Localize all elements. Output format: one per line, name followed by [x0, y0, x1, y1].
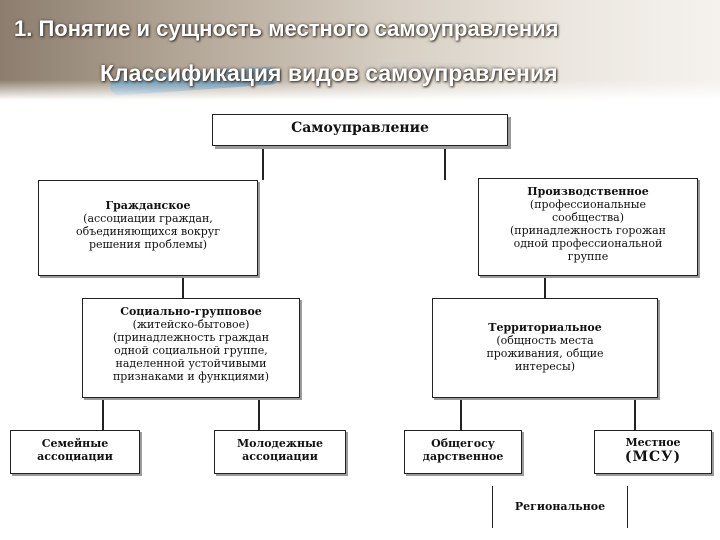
node-text: Семейные [41, 437, 109, 450]
node-civil: Гражданское (ассоциации граждан, объедин… [38, 180, 258, 276]
node-territorial: Территориальное (общность места проживан… [432, 298, 658, 398]
node-text: (принадлежность горожан [509, 224, 667, 237]
node-text: (житейско-бытовое) [132, 318, 250, 331]
connector-line [544, 276, 546, 298]
connector-line [492, 486, 493, 528]
connector-line [634, 398, 636, 430]
node-state-level: Общегосу дарственное [404, 430, 522, 474]
node-text: (МСУ) [624, 448, 682, 465]
node-text: объединяющихся вокруг [75, 225, 221, 238]
node-title: Социально-групповое [120, 305, 262, 318]
node-title: Производственное [527, 185, 649, 198]
node-social-group: Социально-групповое (житейско-бытовое) (… [82, 298, 300, 398]
connector-line [102, 398, 104, 430]
node-text: Молодежные [236, 437, 324, 450]
node-text: одной социальной группе, [114, 344, 268, 357]
slide-subtitle: Классификация видов самоуправления [100, 60, 558, 86]
connector-line [627, 486, 628, 528]
node-text: (профессиональные [529, 198, 647, 211]
node-text: Местное [625, 435, 681, 449]
node-text: дарственное [422, 450, 504, 463]
slide-title: 1. Понятие и сущность местного самоуправ… [14, 16, 559, 41]
node-text: сообщества) [551, 211, 625, 224]
connector-line [262, 146, 264, 180]
connector-line [444, 146, 446, 180]
node-text: наделенной устойчивыми [115, 357, 267, 370]
connector-line [460, 398, 462, 430]
node-text: (принадлежность граждан [112, 331, 270, 344]
node-label: Региональное [514, 500, 606, 513]
node-self-government: Самоуправление [212, 114, 508, 146]
node-title: Гражданское [105, 199, 191, 212]
node-title: Территориальное [488, 321, 602, 334]
node-label: Самоуправление [291, 119, 429, 136]
node-text: проживания, общие [486, 347, 604, 360]
node-text: решения проблемы) [88, 238, 208, 251]
node-youth-associations: Молодежные ассоциации [214, 430, 346, 474]
node-local-level: Местное (МСУ) [594, 430, 712, 474]
node-text: группе [567, 250, 609, 263]
node-family-associations: Семейные ассоциации [10, 430, 140, 474]
node-text: одной профессиональной [513, 237, 663, 250]
node-text: Общегосу [431, 437, 495, 450]
node-text: (общность места [496, 334, 594, 347]
connector-line [258, 398, 260, 430]
connector-line [182, 276, 184, 298]
slide-header: 1. Понятие и сущность местного самоуправ… [0, 0, 720, 100]
node-text: ассоциации [242, 450, 318, 463]
header-fade [0, 80, 720, 100]
node-text: интересы) [514, 360, 576, 373]
node-text: (ассоциации граждан, [83, 212, 213, 225]
node-production: Производственное (профессиональные сообщ… [478, 178, 698, 276]
node-text: ассоциации [37, 450, 113, 463]
node-text: признаками и функциями) [112, 370, 270, 383]
node-regional-level: Региональное [493, 500, 627, 524]
